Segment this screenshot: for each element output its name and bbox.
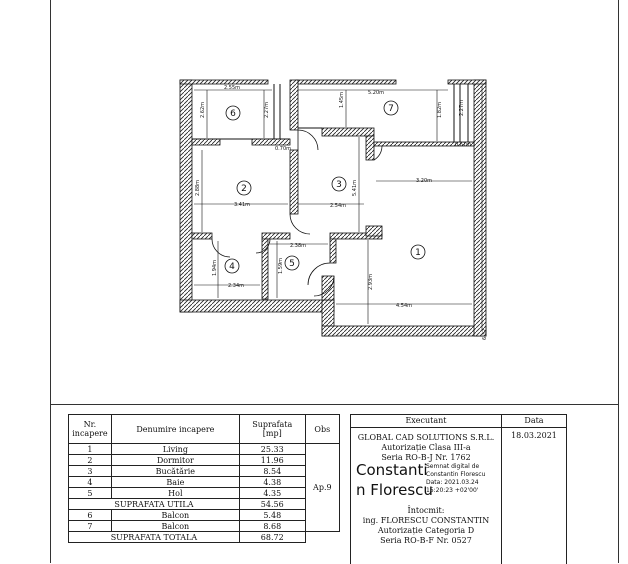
drafter-authorization: Autorizație Categoria D: [377, 526, 475, 535]
dim-label: 2.27m: [264, 102, 270, 118]
room-name: Living: [110, 443, 240, 455]
room-area: 8.68: [238, 520, 306, 532]
company-authorization: Autorizație Clasa III-a: [381, 443, 471, 452]
useful-area-value: 54.56: [238, 498, 306, 510]
room-nr: 6: [68, 509, 112, 521]
table-row: 6 Balcon 5.48: [68, 509, 340, 521]
room-nr: 5: [68, 487, 112, 499]
page-frame-divider: [50, 404, 618, 405]
dim-label: 0.70m: [275, 146, 291, 152]
room-name: Balcon: [110, 509, 240, 521]
room-nr: 3: [68, 465, 112, 477]
executant-divider: [501, 427, 502, 564]
dim-label: 2.34m: [228, 283, 244, 289]
room-nr: 2: [68, 454, 112, 466]
dim-label: 2.38m: [290, 243, 306, 249]
company-series: Seria RO-B-J Nr. 1762: [381, 453, 471, 462]
executant-box: Executant Data 18.03.2021 GLOBAL CAD SOL…: [350, 414, 567, 564]
dim-label: 2.62m: [200, 102, 206, 118]
floor-plan: 2.55m 5.20m 2.62m 2.27m 1.45m 1.82m 2.27…: [179, 79, 488, 340]
dim-label: 1.45m: [339, 92, 345, 108]
executant-header: Executant: [351, 415, 502, 428]
dim-label: 2.27m: [459, 100, 465, 116]
dim-label: 2.54m: [330, 203, 346, 209]
dim-label: 2.88m: [195, 180, 201, 196]
room-number-4: 4: [229, 262, 235, 272]
dimension-labels: 2.55m 5.20m 2.62m 2.27m 1.45m 1.82m 2.27…: [195, 85, 488, 340]
signature-note-line: Semnat digital de: [426, 463, 480, 470]
room-area: 11.96: [238, 454, 306, 466]
drafted-label: Întocmit:: [407, 506, 445, 515]
col-header-name: Denumire incapere: [110, 414, 240, 444]
room-name: Baie: [110, 476, 240, 488]
dim-label: 3.41m: [234, 202, 250, 208]
table-row: SUPRAFATA TOTALA 68.72: [68, 531, 340, 543]
obs-cell: Ap.9: [304, 443, 341, 532]
exterior-walls: [179, 79, 487, 337]
door-swings: [211, 129, 383, 297]
room-number-3: 3: [336, 180, 342, 190]
room-area: 25.33: [238, 443, 306, 455]
dim-label: 1.82m: [437, 102, 443, 118]
table-row: SUPRAFATA UTILA 54.56: [68, 498, 340, 510]
room-name: Bucătărie: [110, 465, 240, 477]
balcony-railings: [192, 84, 469, 142]
room-name: Balcon: [110, 520, 240, 532]
date-value: 18.03.2021: [511, 431, 557, 440]
page-frame-left: [50, 0, 51, 563]
dim-label: 0.61m: [455, 142, 471, 148]
date-header: Data: [502, 415, 566, 428]
rooms-table: Nr. incapere Denumire incapere Suprafata…: [68, 414, 341, 543]
dim-label: 6.32: [482, 329, 488, 340]
dim-label: 2.55m: [224, 85, 240, 91]
signature-line-2: n Florescu: [356, 481, 433, 499]
room-area: 4.38: [238, 476, 306, 488]
dim-label: 5.20m: [368, 90, 384, 96]
dim-label: 5.41m: [352, 180, 358, 196]
room-nr: 7: [68, 520, 112, 532]
room-markers: [224, 100, 426, 274]
drafter-name: ing. FLORESCU CONSTANTIN: [362, 516, 490, 525]
dim-label: 1.94m: [212, 260, 218, 276]
room-area: 4.35: [238, 487, 306, 499]
table-row: 1 Living 25.33 Ap.9: [68, 443, 341, 532]
signature-note-line: Constantin Florescu: [426, 471, 486, 478]
room-area: 8.54: [238, 465, 306, 477]
table-row: 5 Hol 4.35: [68, 487, 340, 499]
room-name: Dormitor: [110, 454, 240, 466]
total-area-label: SUPRAFATA TOTALA: [68, 531, 240, 543]
room-number-1: 1: [415, 248, 421, 258]
total-area-value: 68.72: [238, 531, 306, 543]
room-number-2: 2: [241, 184, 247, 194]
signature-note-line: 15:20:23 +02'00': [426, 487, 479, 494]
drafter-series: Seria RO-B-F Nr. 0527: [380, 536, 472, 545]
col-header-area: Suprafata [mp]: [238, 414, 306, 444]
table-row: 2 Dormitor 11.96: [68, 454, 340, 466]
dimension-lines: [194, 86, 483, 330]
room-name: Hol: [110, 487, 240, 499]
useful-area-label: SUPRAFATA UTILA: [68, 498, 240, 510]
company-name: GLOBAL CAD SOLUTIONS S.R.L.: [357, 433, 495, 442]
dim-label: 3.20m: [416, 178, 432, 184]
room-area: 5.48: [238, 509, 306, 521]
table-row: 4 Baie 4.38: [68, 476, 340, 488]
dim-label: 1.59m: [278, 258, 284, 274]
signature-note-line: Data: 2021.03.24: [426, 479, 479, 486]
col-header-obs: Obs: [304, 414, 341, 444]
table-row: 3 Bucătărie 8.54: [68, 465, 340, 477]
room-nr: 1: [68, 443, 112, 455]
room-numbers: 1 2 3 4 5 6 7: [229, 104, 421, 272]
table-row: 7 Balcon 8.68: [68, 520, 340, 532]
room-nr: 4: [68, 476, 112, 488]
room-number-5: 5: [289, 259, 295, 269]
signature-line-1: Constanti: [356, 461, 428, 479]
dim-label: 2.93m: [368, 274, 374, 290]
interior-walls: [191, 79, 475, 301]
signature-note: Semnat digital de Constantin Florescu Da…: [426, 463, 485, 495]
room-number-6: 6: [230, 109, 236, 119]
col-header-nr: Nr. incapere: [68, 414, 112, 444]
page-frame-right: [618, 0, 619, 563]
room-number-7: 7: [388, 104, 394, 114]
dim-label: 4.54m: [396, 303, 412, 309]
